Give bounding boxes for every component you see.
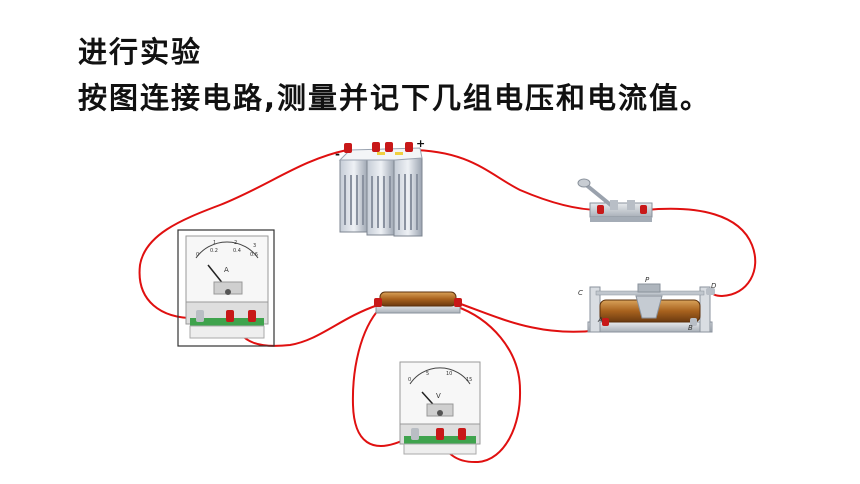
battery-terminal-plus — [405, 142, 413, 152]
knife-switch — [577, 178, 653, 222]
battery: - + — [335, 137, 425, 237]
switch-terminal-left — [597, 205, 604, 214]
page-title: 进行实验 — [78, 35, 203, 69]
resistor — [374, 291, 462, 314]
battery-minus-label: - — [335, 147, 340, 161]
battery-terminal-minus — [344, 143, 352, 153]
rheostat-label-b: B — [688, 324, 693, 332]
voltmeter-terminal — [411, 428, 419, 440]
wire-battery-to-ammeter — [138, 149, 348, 320]
voltmeter-scale-3: 15 — [466, 377, 472, 383]
resistor-terminal-right — [454, 298, 462, 307]
rheostat-label-a: A — [597, 316, 603, 324]
wire-resistor-to-rheostat — [457, 302, 601, 333]
rheostat-label-c: C — [578, 289, 583, 297]
voltmeter-scale-2: 10 — [446, 371, 452, 377]
rheostat-label-d: D — [711, 282, 717, 290]
ammeter-scale-2: 0.4 — [233, 248, 241, 254]
wire-resistor-to-voltmeter-right — [439, 305, 522, 464]
voltmeter-terminal — [436, 428, 444, 440]
ammeter-scale-top-2: 2 — [234, 240, 237, 246]
rheostat: C P D A B — [578, 276, 717, 333]
battery-cell — [366, 159, 396, 236]
resistor-terminal-left — [374, 298, 382, 307]
ammeter-frame — [177, 229, 275, 347]
ammeter-scale-top-1: 1 — [213, 240, 216, 246]
ammeter-scale-1: 0.2 — [210, 248, 218, 254]
wires — [138, 149, 757, 464]
battery-cell — [393, 157, 423, 237]
ammeter: 0 0.2 0.4 0.6 1 2 3 A — [177, 229, 275, 347]
wire-resistor-to-voltmeter-left — [351, 307, 411, 447]
rheostat-label-p: P — [645, 276, 650, 284]
ammeter-terminal — [196, 310, 204, 322]
ammeter-terminal — [248, 310, 256, 322]
rheostat-terminal-d — [706, 288, 715, 295]
wire-switch-to-rheostat — [644, 207, 757, 298]
battery-terminal — [385, 142, 393, 152]
instruction-text: 按图连接电路,测量并记下几组电压和电流值。 — [78, 81, 712, 115]
voltmeter: 0 5 10 15 V — [399, 361, 481, 455]
ammeter-scale-top-3: 3 — [253, 243, 256, 249]
voltmeter-unit: V — [436, 392, 441, 400]
battery-terminal — [372, 142, 380, 152]
voltmeter-scale-0: 0 — [408, 377, 411, 383]
switch-terminal-right — [640, 205, 647, 214]
ammeter-unit: A — [224, 266, 229, 274]
battery-plus-label: + — [416, 137, 425, 150]
voltmeter-scale-1: 5 — [426, 371, 429, 377]
ammeter-scale-0: 0 — [196, 252, 199, 258]
wire-battery-to-switch — [408, 149, 601, 211]
voltmeter-terminal — [458, 428, 466, 440]
ammeter-terminal — [226, 310, 234, 322]
rheostat-terminal-a — [602, 318, 609, 326]
rheostat-terminal-b — [690, 318, 697, 326]
ammeter-scale-3: 0.6 — [250, 252, 258, 258]
battery-cell — [339, 159, 369, 233]
